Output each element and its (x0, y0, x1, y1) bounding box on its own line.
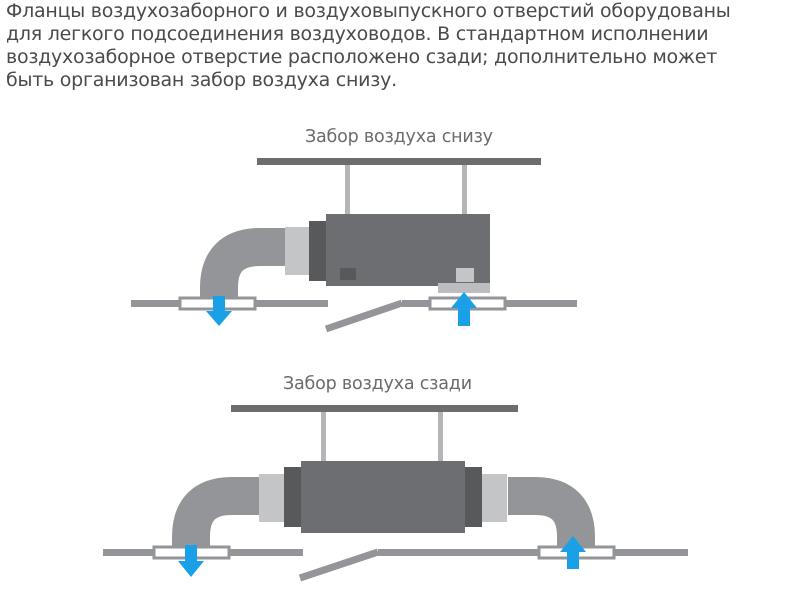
intro-line-3: воздухозаборное отверстие расположено сз… (6, 46, 718, 68)
unit-intake-flange (465, 467, 482, 527)
bottom-intake-coupling (456, 268, 474, 282)
open-ceiling-hatch (324, 299, 404, 333)
outlet-coupling (285, 227, 309, 275)
rear-intake-diagram (103, 405, 688, 582)
hanger-bracket-left (340, 268, 356, 280)
supply-air-down-arrow (178, 545, 204, 577)
unit-outlet-flange (284, 467, 301, 527)
ventilation-unit (301, 461, 465, 533)
bottom-intake-diagram (131, 158, 577, 333)
outlet-duct-elbow (172, 477, 259, 551)
false-ceiling-right (378, 549, 688, 556)
ceiling-slab (257, 158, 541, 165)
outlet-duct-elbow (200, 228, 286, 302)
open-ceiling-hatch (298, 548, 380, 582)
intake-duct-elbow (508, 477, 595, 551)
intake-air-up-arrow (560, 536, 586, 569)
intro-paragraph: Фланцы воздухозаборного и воздуховыпускн… (6, 0, 790, 92)
intake-air-up-arrow (451, 292, 477, 326)
intro-line-4: быть организован забор воздуха снизу. (6, 69, 397, 91)
bottom-intake-flange (438, 283, 490, 293)
bottom-intake-title: Забор воздуха снизу (305, 127, 493, 147)
ceiling-slab (231, 405, 518, 412)
intro-line-1: Фланцы воздухозаборного и воздуховыпускн… (6, 0, 731, 22)
rear-intake-title: Забор воздуха сзади (283, 374, 472, 394)
intro-line-2: для легкого подсоединения воздуховодов. … (6, 23, 709, 45)
intake-coupling (482, 474, 507, 522)
outlet-coupling (259, 474, 284, 522)
unit-outlet-flange (309, 221, 326, 281)
supply-air-down-arrow (206, 296, 232, 326)
